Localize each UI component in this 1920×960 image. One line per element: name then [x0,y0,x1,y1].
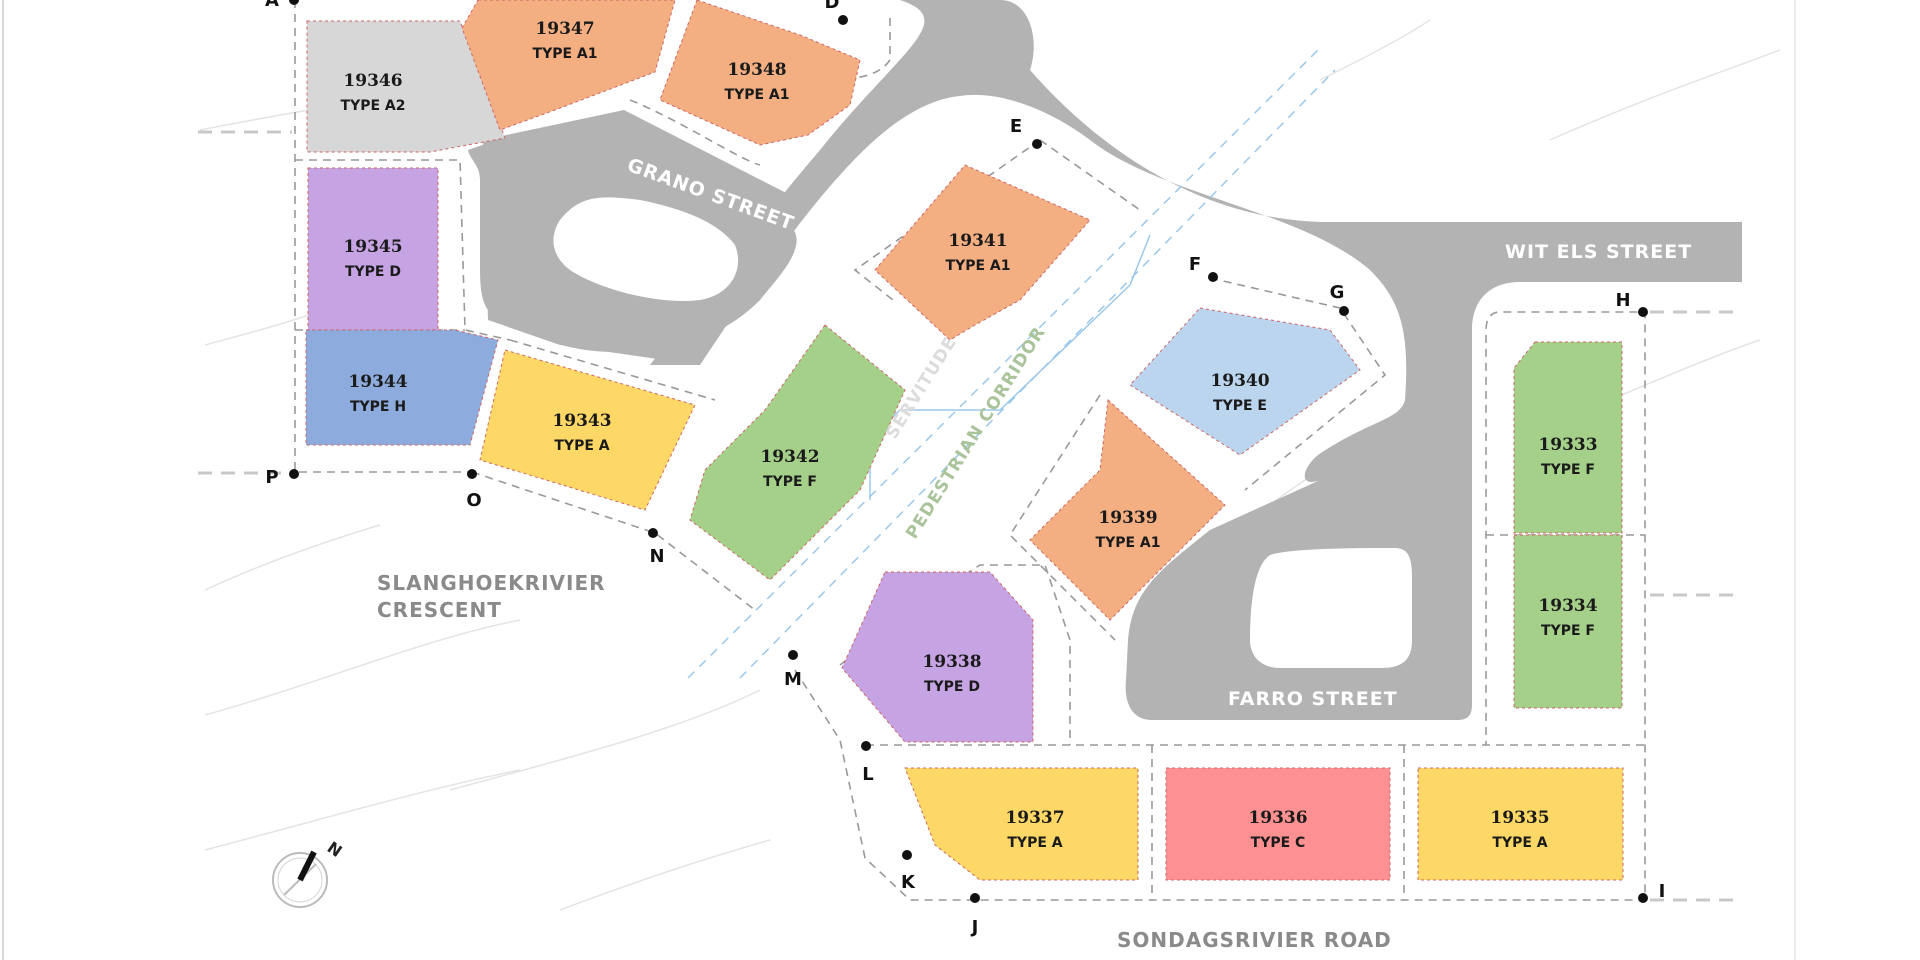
external-lines [198,130,1742,902]
plot-type: TYPE F [763,474,817,490]
plot-number: 19347 [535,19,594,39]
north-label: N [324,838,346,861]
plot-type: TYPE D [924,679,980,695]
plot-19345[interactable]: 19345 TYPE D [307,167,439,331]
sondagsrivier-road-label: SONDAGSRIVIER ROAD [1117,928,1392,952]
plot-type: TYPE A [1007,835,1062,851]
wit-els-street-label: WIT ELS STREET [1505,241,1692,263]
plot-19342[interactable]: 19342 TYPE F [689,324,906,581]
svg-text:N: N [649,546,664,567]
svg-text:L: L [862,764,873,785]
plot-type: TYPE A [554,438,609,454]
plot-type: TYPE A1 [1096,535,1161,551]
plot-number: 19341 [948,231,1007,251]
plot-19337[interactable]: 19337 TYPE A [904,767,1139,881]
plot-19333[interactable]: 19333 TYPE F [1513,341,1623,534]
plot-number: 19346 [343,71,402,91]
plot-number: 19342 [760,447,819,467]
road-network [468,0,1742,721]
farro-street-label: FARRO STREET [1228,688,1398,710]
plot-type: TYPE A1 [946,258,1011,274]
plot-number: 19340 [1210,371,1269,391]
plot-number: 19348 [727,60,786,80]
plot-19338[interactable]: 19338 TYPE D [841,571,1034,743]
pedestrian-corridor-label: PEDESTRIAN CORRIDOR [902,323,1050,543]
plot-type: TYPE E [1213,398,1267,414]
point-A: A [265,0,299,11]
survey-points: A D E F G H I J [265,0,1665,938]
corridor-labels: PEDESTRIAN CORRIDOR SERVITUDE [882,323,1050,543]
plot-19335[interactable]: 19335 TYPE A [1417,767,1624,881]
point-P: P [265,467,299,488]
plot-19344[interactable]: 19344 TYPE H [305,329,499,446]
svg-text:F: F [1189,254,1201,275]
point-D: D [825,0,848,25]
slanghoekrivier-crescent-line2: CRESCENT [377,598,502,622]
point-G: G [1330,282,1349,316]
svg-text:K: K [901,872,916,893]
point-K: K [901,850,916,893]
plot-19348[interactable]: 19348 TYPE A1 [659,0,861,146]
plot-type: TYPE F [1541,462,1595,478]
plot-19339[interactable]: 19339 TYPE A1 [1029,398,1226,621]
plot-19334[interactable]: 19334 TYPE F [1513,534,1623,709]
svg-text:A: A [265,0,279,11]
svg-text:I: I [1659,881,1666,902]
point-F: F [1189,254,1218,282]
plot-type: TYPE F [1541,623,1595,639]
svg-text:M: M [784,669,802,690]
plot-number: 19336 [1248,808,1307,828]
plot-number: 19344 [348,372,407,392]
plot-type: TYPE H [350,399,406,415]
point-I: I [1638,881,1665,903]
slanghoekrivier-crescent-line1: SLANGHOEKRIVIER [377,571,606,595]
svg-text:D: D [825,0,840,13]
plots: 19346 TYPE A2 19347 TYPE A1 19348 TYPE A… [305,0,1624,881]
plot-number: 19335 [1490,808,1549,828]
plot-19336[interactable]: 19336 TYPE C [1165,767,1391,881]
svg-text:E: E [1010,116,1022,137]
plot-type: TYPE C [1251,835,1306,851]
point-H: H [1615,290,1648,317]
svg-text:J: J [970,917,979,938]
point-E: E [1010,116,1042,149]
plot-19346[interactable]: 19346 TYPE A2 [306,20,506,153]
plot-number: 19339 [1098,508,1157,528]
plot-type: TYPE D [345,264,401,280]
plot-19341[interactable]: 19341 TYPE A1 [874,164,1091,341]
svg-text:O: O [466,490,481,511]
point-O: O [466,469,482,511]
plot-19340[interactable]: 19340 TYPE E [1129,307,1361,456]
point-N: N [648,528,665,567]
plot-number: 19343 [552,411,611,431]
plot-number: 19338 [922,652,981,672]
plot-type: TYPE A [1492,835,1547,851]
plot-number: 19345 [343,237,402,257]
plot-19347[interactable]: 19347 TYPE A1 [461,0,676,131]
point-L: L [861,741,874,785]
svg-text:P: P [265,467,278,488]
plot-type: TYPE A1 [725,87,790,103]
svg-text:G: G [1330,282,1345,303]
plot-number: 19337 [1005,808,1064,828]
plot-type: TYPE A2 [341,98,406,114]
svg-text:H: H [1615,290,1630,311]
plot-number: 19333 [1538,435,1597,455]
plot-number: 19334 [1538,596,1597,616]
plot-19343[interactable]: 19343 TYPE A [479,349,696,511]
point-M: M [784,650,802,690]
plot-type: TYPE A1 [533,46,598,62]
north-arrow-icon: N [272,838,346,908]
point-J: J [970,893,980,938]
